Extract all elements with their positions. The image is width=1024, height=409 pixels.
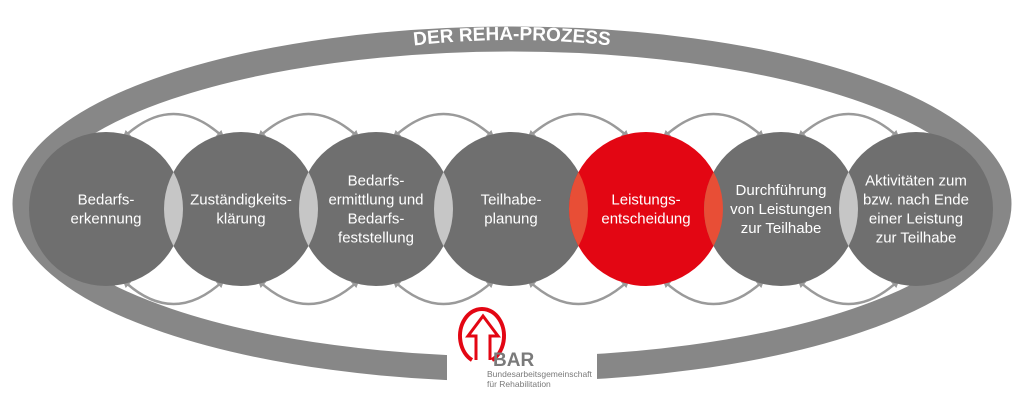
step-circle (164, 132, 318, 286)
step-circle (29, 132, 183, 286)
bidirectional-arrow-bottom (257, 279, 360, 306)
step-label-line: Bedarfs- (348, 173, 405, 190)
bidirectional-arrow-top (392, 112, 495, 139)
step-label-line: Bedarfs- (78, 192, 135, 209)
step-label-line: ermittlung und (328, 192, 423, 209)
step-circle (434, 132, 588, 286)
step-label-line: zur Teilhabe (741, 220, 822, 237)
step-label-line: Aktivitäten zum (865, 173, 967, 190)
bidirectional-arrow-top (797, 112, 900, 139)
step-label-line: zur Teilhabe (876, 230, 957, 247)
step-circle (299, 132, 453, 286)
step-circle (569, 132, 723, 286)
step-label-line: planung (484, 211, 537, 228)
step-label-line: feststellung (338, 230, 414, 247)
bidirectional-arrow-top (662, 112, 765, 139)
bidirectional-arrow-bottom (527, 279, 630, 306)
bidirectional-arrow-bottom (797, 279, 900, 306)
steps (29, 132, 993, 286)
logo-name: BAR (493, 350, 534, 371)
outer-ring (12, 26, 1012, 400)
step-label-line: Teilhabe- (481, 192, 542, 209)
step-circle (704, 132, 858, 286)
step-label-line: bzw. nach Ende (863, 192, 969, 209)
bidirectional-arrow-bottom (392, 279, 495, 306)
arrows (122, 112, 900, 306)
bar-logo: BAR Bundesarbeitsgemeinschaft für Rehabi… (458, 306, 593, 389)
step-label-line: entscheidung (601, 211, 690, 228)
step-label-line: Durchführung (736, 182, 827, 199)
step-label-line: erkennung (71, 211, 142, 228)
step-label-line: Leistungs- (611, 192, 680, 209)
logo-line2: für Rehabilitation (487, 379, 551, 389)
logo-line1: Bundesarbeitsgemeinschaft (487, 369, 593, 379)
bidirectional-arrow-bottom (122, 279, 225, 306)
step-label-line: Zuständigkeits- (190, 192, 292, 209)
bidirectional-arrow-top (257, 112, 360, 139)
step-circle (839, 132, 993, 286)
step-label-line: klärung (216, 211, 265, 228)
bidirectional-arrow-top (122, 112, 225, 139)
step-label-line: von Leistungen (730, 201, 832, 218)
step-label-line: Bedarfs- (348, 211, 405, 228)
bidirectional-arrow-bottom (662, 279, 765, 306)
step-label-line: einer Leistung (869, 211, 963, 228)
bidirectional-arrow-top (527, 112, 630, 139)
step-labels: Bedarfs-erkennung Zuständigkeits-klärung B… (71, 173, 969, 247)
